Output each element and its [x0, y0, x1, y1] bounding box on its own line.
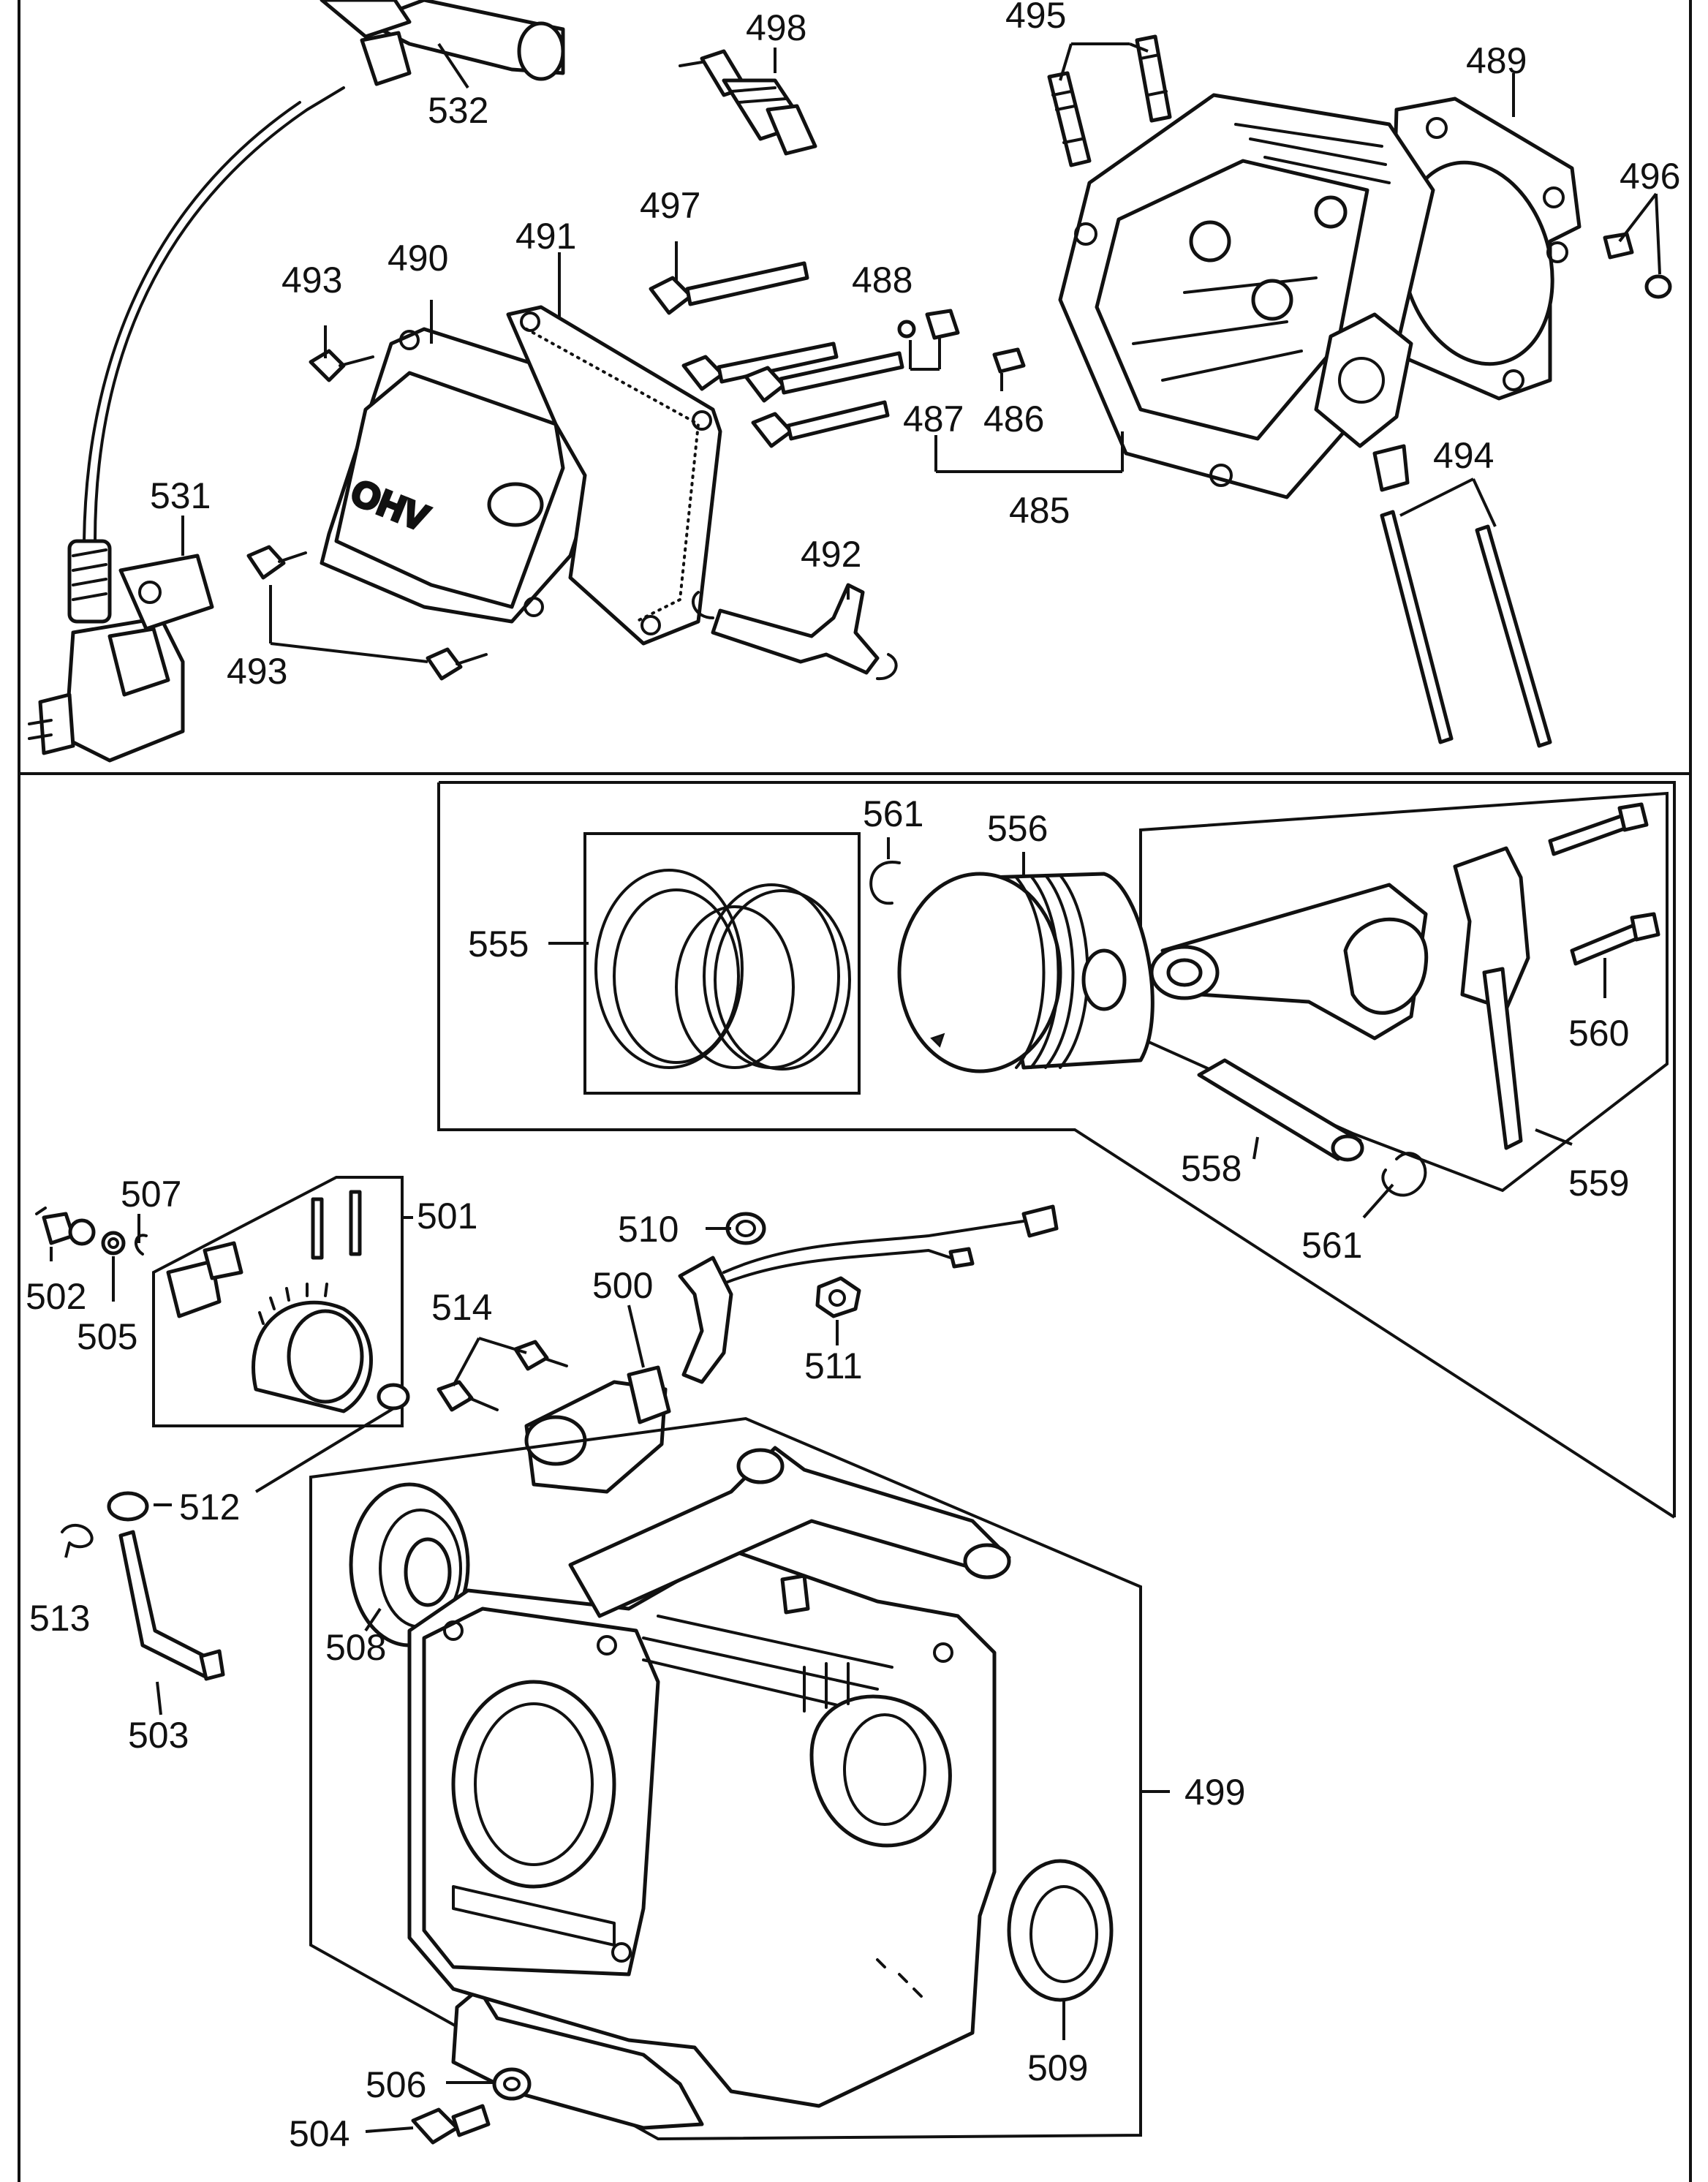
spark-plug-cap	[320, 0, 565, 86]
lower-leader-lines	[50, 1214, 1065, 2133]
governor-assembly-frame	[152, 1176, 404, 1427]
connecting-rod-bolts	[1548, 802, 1660, 966]
push-rods	[1380, 510, 1552, 748]
cylinder-head-bolts	[649, 261, 904, 448]
spark-plug-lead	[94, 86, 345, 543]
callout-560: 560	[1568, 1013, 1629, 1054]
callout-555: 555	[468, 924, 529, 964]
callout-501: 501	[417, 1196, 477, 1237]
drain-bolt	[411, 2104, 491, 2145]
valve-cover-gasket	[506, 305, 722, 646]
drain-washer	[492, 2067, 532, 2101]
callout-513: 513	[29, 1598, 90, 1639]
governor-assembly	[166, 1190, 373, 1413]
crankcase	[407, 1446, 1011, 2130]
spark-plug	[679, 49, 817, 156]
callout-487: 487	[903, 399, 964, 439]
callout-556: 556	[987, 808, 1048, 849]
callout-489: 489	[1466, 40, 1527, 81]
connecting-rod	[1149, 846, 1530, 1150]
callout-514: 514	[431, 1287, 492, 1328]
callout-509: 509	[1027, 2047, 1088, 2088]
callout-499: 499	[1184, 1772, 1245, 1813]
piston-leader-lines	[548, 837, 1606, 1219]
governor-pin-parts	[35, 1207, 148, 1256]
callout-508: 508	[325, 1627, 386, 1668]
diagram-frame	[18, 0, 1692, 2182]
oil-level-sensor	[524, 1204, 1059, 1494]
sensor-screws	[437, 1340, 568, 1412]
spring-pin	[61, 1524, 94, 1549]
callout-494: 494	[1433, 435, 1494, 476]
callout-561-lower: 561	[1301, 1225, 1362, 1266]
valve-cover: OHV	[320, 327, 616, 624]
valve-small-parts	[897, 309, 1026, 374]
callout-531: 531	[150, 475, 211, 516]
breather-hose	[691, 583, 898, 681]
callout-486: 486	[983, 399, 1044, 439]
callout-495: 495	[1005, 0, 1066, 36]
callout-512: 512	[179, 1487, 240, 1528]
callout-559: 559	[1568, 1163, 1629, 1204]
callout-504: 504	[289, 2113, 349, 2154]
callout-506: 506	[366, 2064, 426, 2105]
hex-nut	[815, 1276, 861, 1318]
callout-503: 503	[128, 1715, 189, 1756]
callout-561-upper: 561	[863, 793, 923, 834]
main-bearing	[349, 1482, 470, 1647]
top-leader-lines	[181, 42, 1661, 663]
callout-496: 496	[1620, 156, 1680, 197]
callout-493-lower: 493	[227, 651, 287, 692]
piston-pin	[1197, 1058, 1364, 1162]
callout-500: 500	[592, 1265, 653, 1306]
callout-505: 505	[77, 1316, 137, 1357]
callout-491: 491	[515, 216, 576, 257]
callout-497: 497	[640, 185, 700, 226]
ignition-coil	[28, 539, 214, 763]
callout-labels: 531 532 498 495 489 496 497 490 491 493 …	[26, 0, 1680, 2154]
callout-498: 498	[746, 7, 806, 48]
piston-pin-clip-upper	[869, 861, 901, 905]
callout-502: 502	[26, 1276, 86, 1317]
oil-seal	[1007, 1859, 1114, 2002]
callout-532: 532	[428, 90, 488, 131]
callout-511: 511	[804, 1345, 863, 1386]
head-gasket	[1387, 97, 1582, 401]
callout-485: 485	[1009, 490, 1070, 531]
dowel-pins	[1603, 232, 1672, 299]
callout-490: 490	[388, 238, 448, 279]
cylinder-head	[1058, 93, 1435, 499]
crankcase-frame	[309, 1416, 1142, 2141]
callout-488: 488	[852, 260, 912, 301]
callout-507: 507	[121, 1174, 181, 1215]
governor-shaft	[118, 1530, 225, 1681]
callout-510: 510	[618, 1209, 679, 1250]
valve-cover-bolts	[246, 349, 488, 681]
piston-rings	[594, 869, 851, 1071]
piston	[897, 872, 1155, 1073]
callout-492: 492	[801, 534, 861, 575]
piston-pin-clip-lower	[1381, 1152, 1427, 1197]
callout-558: 558	[1181, 1148, 1242, 1189]
callout-493-upper: 493	[281, 260, 342, 301]
